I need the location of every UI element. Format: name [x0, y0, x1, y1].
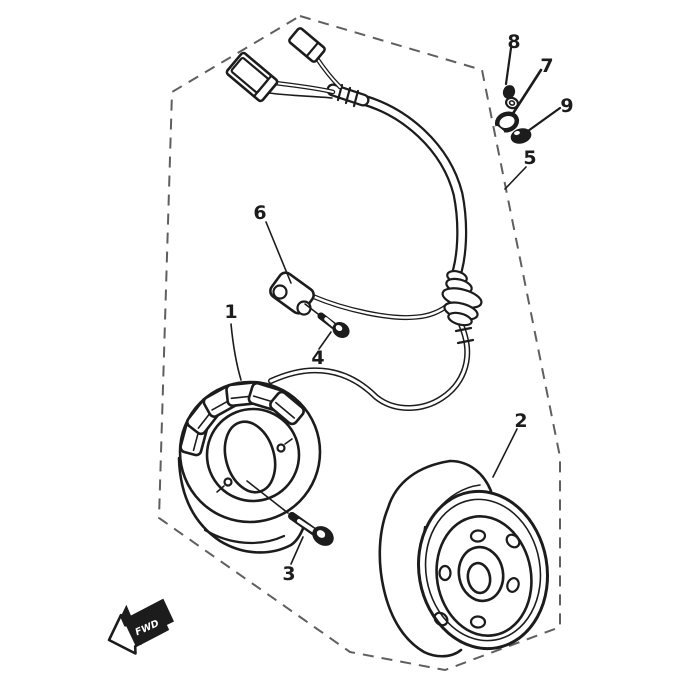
callout-leader-8 — [504, 46, 513, 86]
callout-leader-5 — [504, 166, 527, 190]
callout-label-3: 3 — [282, 563, 295, 585]
callout-label-9: 9 — [560, 95, 573, 117]
flywheel-bolt-holes — [433, 529, 521, 629]
callout-label-8: 8 — [507, 31, 520, 53]
flywheel-bolt — [246, 480, 334, 546]
callouts: 1 2 3 4 5 6 7 8 9 — [224, 31, 573, 585]
stator-lead-wire — [268, 312, 471, 411]
fwd-marker: FWD — [107, 598, 175, 655]
callout-leader-9 — [526, 106, 562, 133]
callout-leader-7 — [510, 68, 543, 117]
callout-label-7: 7 — [540, 55, 553, 77]
diagram-boundary — [157, 14, 561, 672]
callout-leader-6 — [265, 221, 292, 284]
stator-bolt — [304, 303, 350, 339]
boundary-outline — [157, 14, 561, 672]
harness-connector-small — [288, 27, 326, 63]
harness-boot — [441, 269, 483, 327]
callout-leader-1 — [230, 323, 242, 381]
stator-assembly — [177, 380, 322, 554]
wire-harness — [225, 27, 483, 411]
callout-label-6: 6 — [253, 202, 266, 224]
callout-leader-3 — [290, 536, 304, 565]
callout-label-2: 2 — [514, 410, 527, 432]
flywheel-rotor — [378, 459, 550, 658]
stator-screw-hole — [223, 477, 233, 487]
stator-screw-hole — [276, 443, 286, 453]
callout-leader-2 — [492, 428, 518, 478]
callout-label-1: 1 — [224, 301, 237, 323]
callout-label-4: 4 — [311, 347, 324, 369]
collar-part — [494, 111, 520, 134]
cable-sleeve — [326, 83, 370, 108]
callout-leader-4 — [318, 331, 332, 350]
nut-part — [510, 128, 532, 144]
wire-clamp — [269, 271, 315, 316]
connector-wires — [264, 54, 343, 99]
harness-connector-large — [225, 51, 279, 103]
callout-label-5: 5 — [523, 147, 536, 169]
stator-coils — [179, 380, 305, 457]
